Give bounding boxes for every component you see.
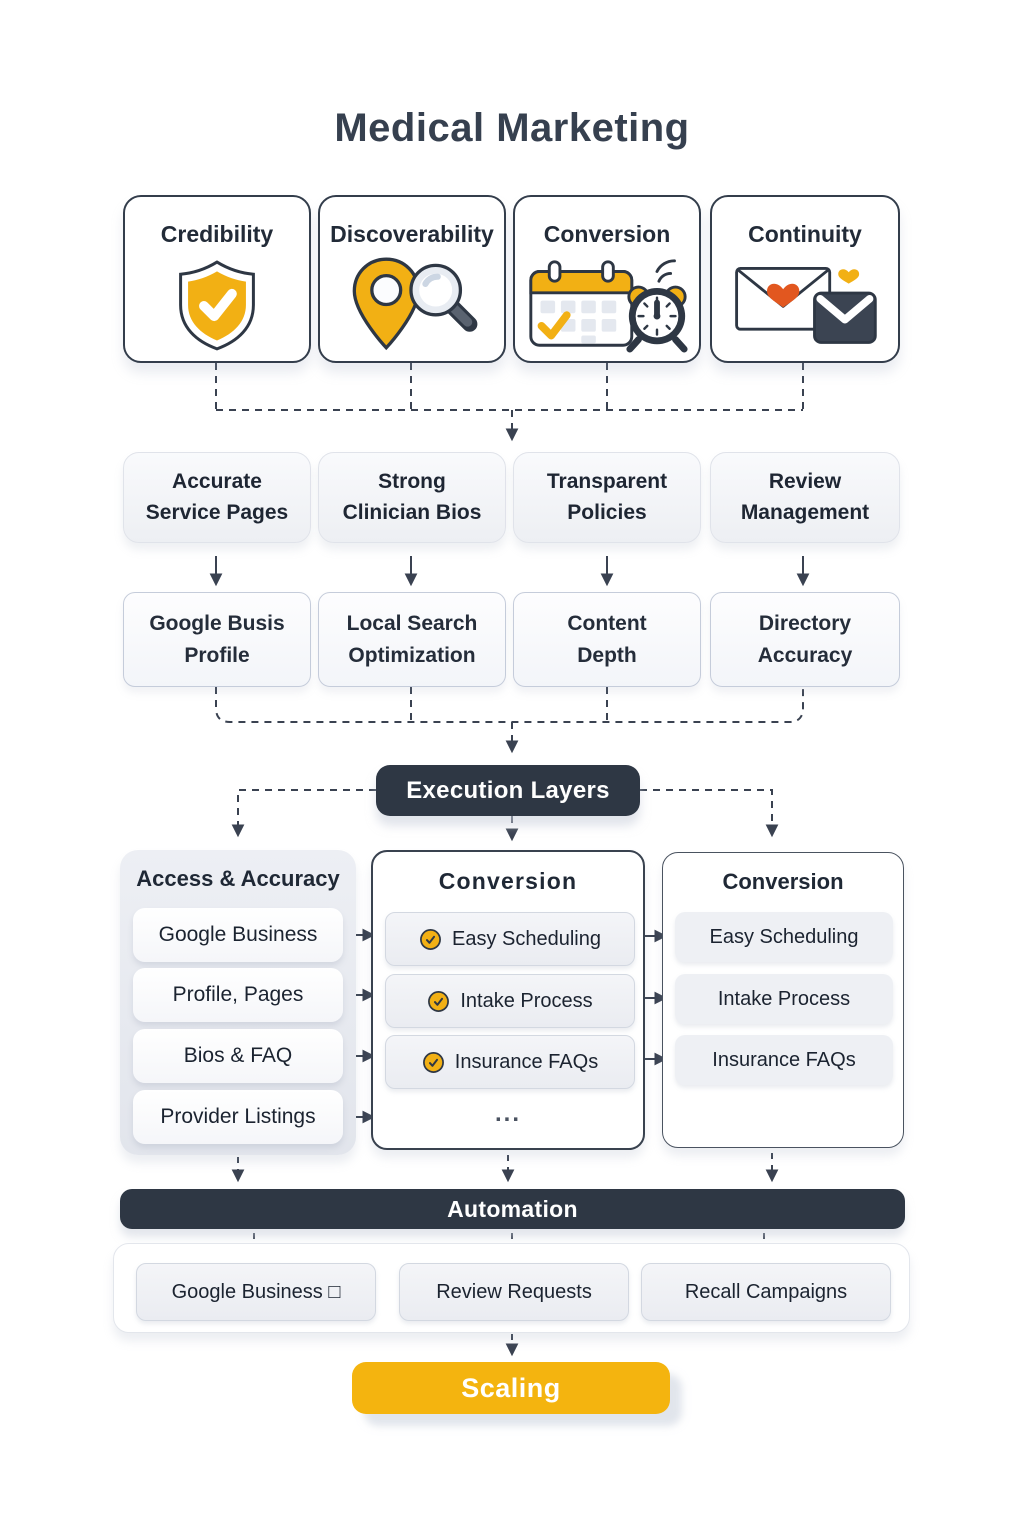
column-title: Conversion <box>722 869 844 894</box>
tactic-content-depth: Content Depth <box>513 592 701 687</box>
conversion-item: Insurance FAQs <box>385 1035 635 1089</box>
box-line: Local Search <box>346 612 478 635</box>
conversion-item: Intake Process <box>385 974 635 1028</box>
automation-item: Review Requests <box>399 1263 629 1321</box>
box-line: Profile <box>184 643 250 667</box>
access-item: Provider Listings <box>133 1090 343 1144</box>
tactic-google-business-profile: Google Busis Profile <box>123 592 311 687</box>
location-pin-search-icon <box>320 248 504 361</box>
pillar-card-continuity: Continuity <box>710 195 900 363</box>
foundation-strong-clinician-bios: Strong Clinician Bios <box>318 452 506 543</box>
box-line: Management <box>740 500 870 524</box>
page-title: Medical Marketing <box>334 106 690 150</box>
foundation-transparent-policies: Transparent Policies <box>513 452 701 543</box>
check-circle-icon <box>420 928 441 950</box>
pillar-label: Credibility <box>160 221 274 247</box>
conversion-item: Easy Scheduling <box>385 912 635 966</box>
calendar-alarm-icon <box>515 248 699 361</box>
check-circle-icon <box>428 990 450 1012</box>
scaling-pill: Scaling <box>352 1362 670 1414</box>
tactic-local-search-optimization: Local Search Optimization <box>318 592 506 687</box>
column-conversion-mid: Conversion Easy Scheduling Intake Proces… <box>371 850 645 1150</box>
automation-item: Recall Campaigns <box>641 1263 891 1321</box>
foundation-review-management: Review Management <box>710 452 900 543</box>
item-label: Insurance FAQs <box>454 1050 599 1073</box>
box-line: Depth <box>577 643 637 667</box>
access-item: Bios & FAQ <box>133 1029 343 1083</box>
tactic-directory-accuracy: Directory Accuracy <box>710 592 900 687</box>
box-line: Accuracy <box>757 643 853 667</box>
execution-layers-pill: Execution Layers <box>376 765 640 816</box>
pillar-card-discoverability: Discoverability <box>318 195 506 363</box>
access-item: Google Business <box>133 908 343 962</box>
box-line: Strong <box>378 470 446 494</box>
pillar-label: Discoverability <box>330 221 494 247</box>
pillar-card-conversion: Conversion <box>513 195 701 363</box>
access-item: Profile, Pages <box>133 968 343 1022</box>
check-circle-icon <box>422 1051 444 1073</box>
automation-bar: Automation <box>120 1189 905 1229</box>
box-line: Policies <box>567 500 647 524</box>
shield-check-icon <box>125 248 309 361</box>
conversion-item: Insurance FAQs <box>675 1035 893 1085</box>
foundation-accurate-service-pages: Accurate Service Pages <box>123 452 311 543</box>
box-line: Content <box>567 612 647 635</box>
pillar-card-credibility: Credibility <box>123 195 311 363</box>
conversion-item: Intake Process <box>675 974 893 1024</box>
more-items-ellipsis: ... <box>494 1100 521 1127</box>
item-label: Easy Scheduling <box>452 927 601 950</box>
box-line: Google Busis <box>149 612 285 635</box>
envelopes-hearts-icon <box>712 248 898 361</box>
item-label: Intake Process <box>460 989 593 1012</box>
pillar-label: Conversion <box>543 221 671 247</box>
automation-item: Google Business □ <box>136 1263 376 1321</box>
box-line: Review <box>768 470 842 494</box>
box-line: Optimization <box>348 643 476 667</box>
conversion-item: Easy Scheduling <box>675 912 893 962</box>
column-title: Conversion <box>438 868 578 894</box>
box-line: Service Pages <box>145 500 289 524</box>
box-line: Accurate <box>172 470 262 494</box>
column-conversion-right: Conversion Easy Scheduling Intake Proces… <box>662 852 904 1148</box>
column-title: Access & Accuracy <box>136 866 340 891</box>
automation-items-container: Google Business □ Review Requests Recall… <box>113 1243 910 1333</box>
box-line: Clinician Bios <box>342 500 482 524</box>
box-line: Transparent <box>546 470 668 494</box>
column-access-accuracy: Access & Accuracy Google Business Profil… <box>120 850 356 1155</box>
pillar-label: Continuity <box>748 221 862 247</box>
box-line: Directory <box>758 612 852 635</box>
